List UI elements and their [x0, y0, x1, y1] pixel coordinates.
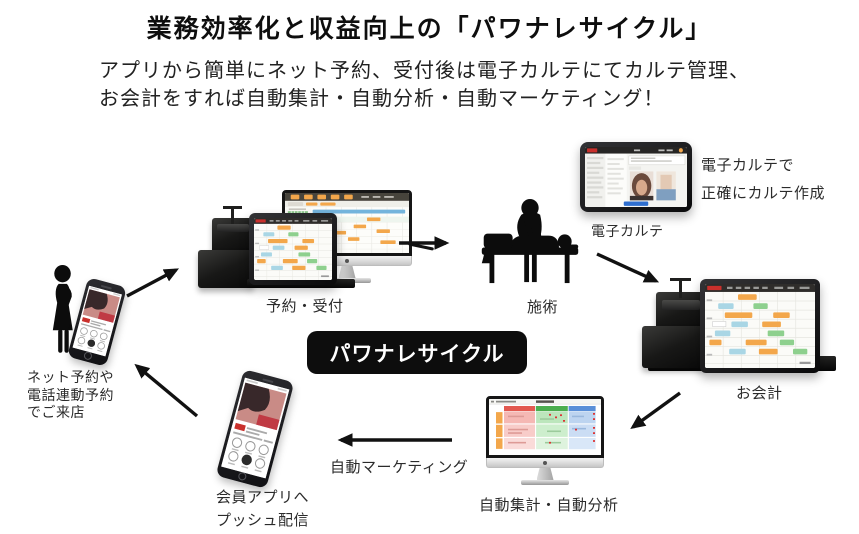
arrow-push-to-visit [134, 363, 199, 418]
reception-receipt-printer [212, 206, 254, 254]
checkout-pos-screen [705, 284, 815, 368]
karte-note-line-1: 電子カルテで [701, 157, 795, 174]
subtitle-line-1: アプリから簡単にネット予約、受付後は電子カルテにてカルテ管理、 [99, 60, 750, 82]
page-subtitle: アプリから簡単にネット予約、受付後は電子カルテにてカルテ管理、 お会計をすれば自… [99, 57, 750, 113]
visit-caption-line-2: 電話連動予約 [27, 386, 114, 403]
push-phone-screen [221, 377, 290, 479]
reception-caption: 予約・受付 [266, 298, 344, 315]
karte-note-line-2: 正確にカルテ作成 [701, 185, 826, 202]
checkout-cash-drawer [642, 326, 706, 368]
imac-base [521, 480, 569, 485]
reception-pos-tablet [249, 213, 337, 285]
subtitle-line-2: お会計をすれば自動集計・自動分析・自動マーケティング！ [99, 88, 665, 110]
arrow-karte-to-checkout [596, 252, 660, 283]
marketing-caption: 自動マーケティング [330, 459, 469, 476]
visit-caption-line-3: でご来店 [27, 404, 85, 420]
imac-stand [536, 468, 554, 480]
push-smartphone-illustration [215, 369, 295, 489]
arrow-visit-to-reception [126, 268, 180, 298]
push-caption-line-2: プッシュ配信 [216, 512, 310, 529]
analysis-caption: 自動集計・自動分析 [479, 497, 619, 514]
reception-pos-screen [254, 218, 332, 280]
cycle-center-badge: パワナレサイクル [307, 331, 527, 374]
karte-tablet [580, 142, 692, 212]
reception-cash-drawer [198, 250, 254, 288]
imac-stand [338, 266, 356, 278]
treatment-caption: 施術 [527, 299, 559, 316]
analysis-imac-illustration [486, 396, 604, 485]
massage-illustration [481, 198, 579, 284]
push-caption-line-1: 会員アプリへ [216, 489, 310, 506]
arrow-checkout-to-analysis [630, 391, 681, 429]
visit-caption: ネット予約や 電話連動予約 でご来店 [27, 369, 114, 422]
checkout-caption: お会計 [736, 385, 783, 402]
cycle-center-label: パワナレサイクル [329, 342, 505, 366]
checkout-pos-tablet [700, 279, 820, 373]
visit-caption-line-1: ネット予約や [27, 369, 114, 385]
karte-note: 電子カルテで 正確にカルテ作成 [701, 152, 825, 208]
karte-caption: 電子カルテ [591, 223, 664, 239]
page-title: 業務効率化と収益向上の「パワナレサイクル」 [146, 15, 713, 43]
karte-screen [585, 147, 687, 207]
checkout-receipt-printer [656, 278, 706, 332]
imac-chin [486, 458, 604, 468]
push-caption: 会員アプリへ プッシュ配信 [216, 486, 309, 532]
